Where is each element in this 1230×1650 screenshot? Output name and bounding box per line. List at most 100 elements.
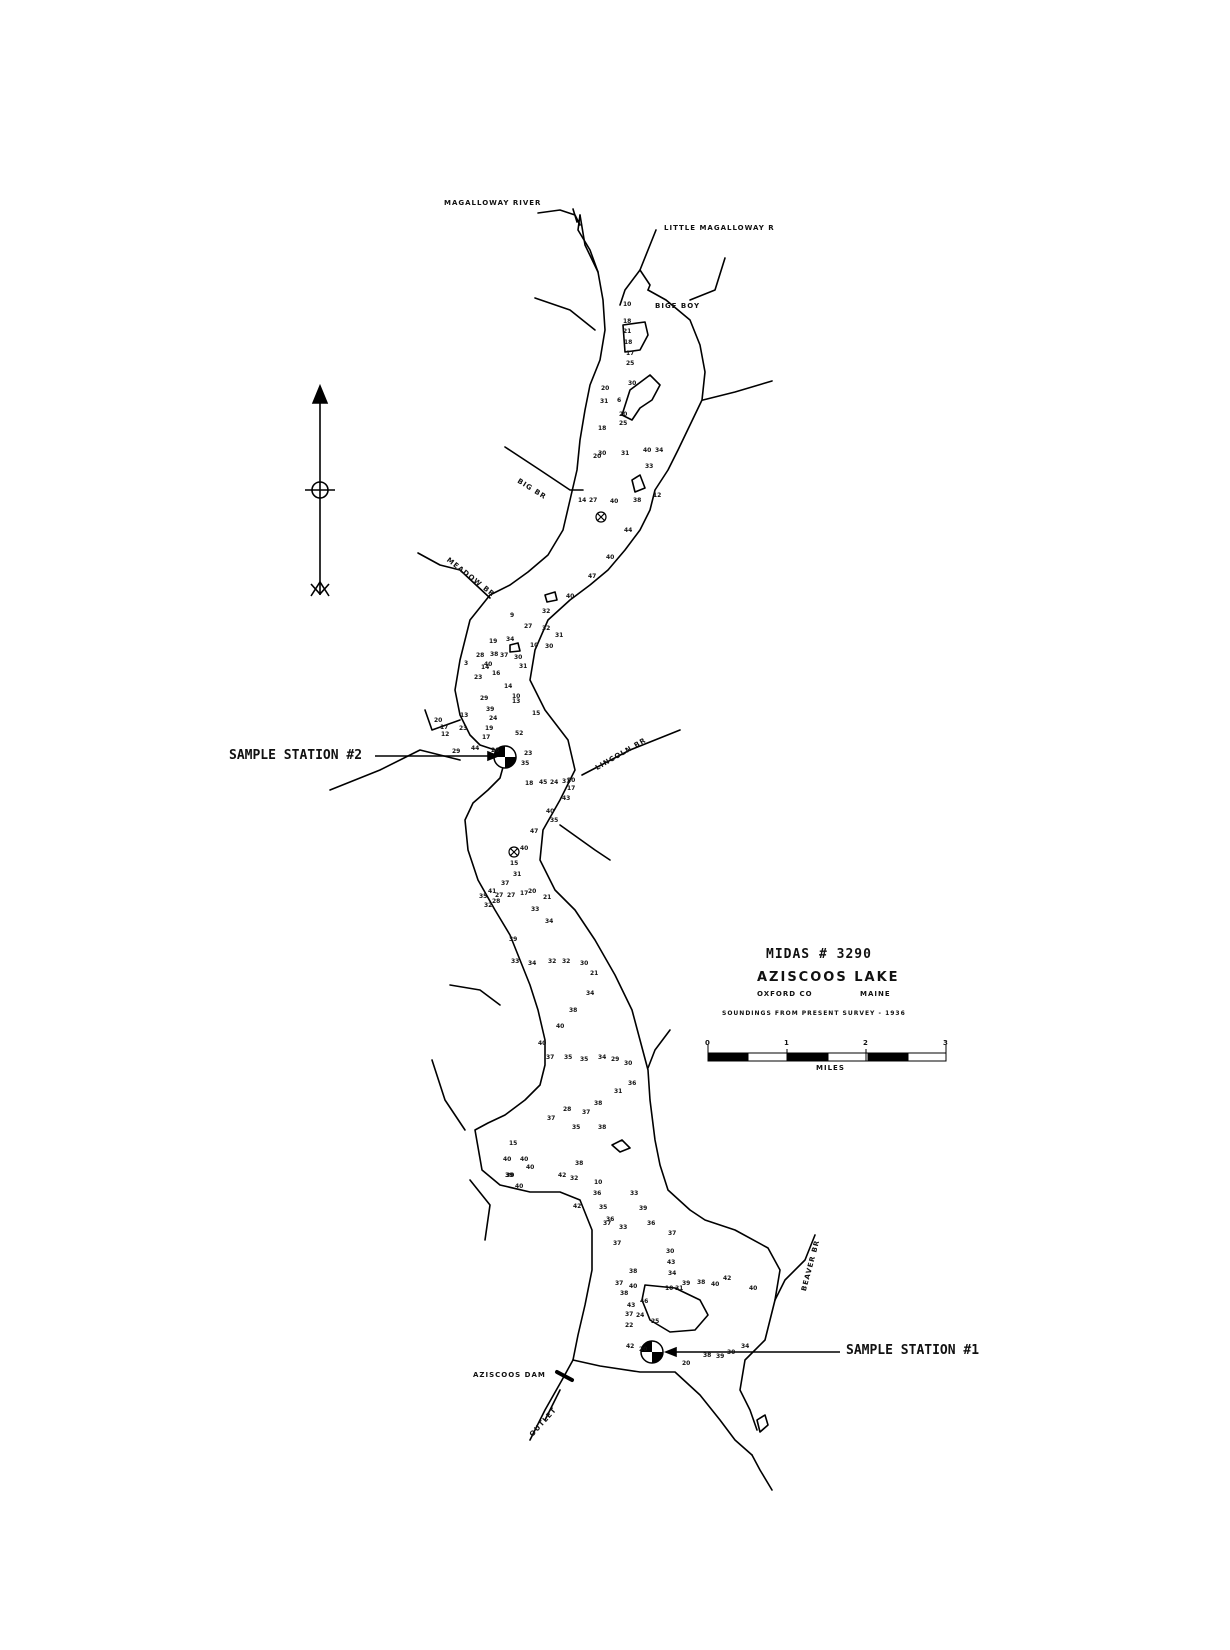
depth-sounding: 32 [484,902,493,909]
little-magalloway-label: LITTLE MAGALLOWAY R [664,224,775,232]
north-arrow-icon [305,383,335,597]
depth-sounding: 33 [645,463,654,470]
depth-sounding: 17 [440,724,449,731]
depth-sounding: 18 [598,425,607,432]
island [621,374,661,421]
depth-sounding: 38 [594,1100,603,1107]
depth-sounding: 21 [543,894,552,901]
north-bay-shoreline [577,214,651,306]
depth-sounding: 24 [550,779,559,786]
depth-sounding: 28 [476,652,485,659]
east-tributary-mid [559,824,611,861]
depth-sounding: 31 [555,632,564,639]
depth-sounding: 43 [667,1259,676,1266]
depth-sounding: 33 [531,906,540,913]
depth-sounding: 34 [506,636,515,643]
depth-sounding: 40 [566,593,575,600]
outlet-channel [544,1389,561,1421]
midas-id: MIDAS # 3290 [766,947,872,962]
depth-sounding: 31 [614,1088,623,1095]
depth-sounding: 40 [711,1281,720,1288]
depth-sounding: 27 [589,497,598,504]
depth-sounding: 40 [556,1023,565,1030]
east-tributary [702,380,773,401]
west-tributary-lowest [469,1179,491,1241]
depth-sounding: 39 [716,1353,725,1360]
depth-sounding: 31 [562,778,571,785]
depth-sounding: 20 [593,453,602,460]
depth-sounding: 30 [545,643,554,650]
depth-sounding: 37 [501,880,510,887]
depth-sounding: 20 [639,1346,648,1353]
depth-sounding: 34 [655,447,664,454]
depth-sounding: 31 [513,871,522,878]
depth-sounding: 30 [506,1172,515,1179]
depth-sounding: 17 [567,785,576,792]
depth-sounding: 37 [547,1115,556,1122]
depth-sounding: 23 [474,674,483,681]
depth-sounding: 31 [519,663,528,670]
depth-sounding: 43 [627,1302,636,1309]
depth-sounding: 38 [633,497,642,504]
survey-note: SOUNDINGS FROM PRESENT SURVEY - 1936 [722,1010,906,1017]
depth-sounding: 38 [490,651,499,658]
depth-sounding: 38 [697,1279,706,1286]
depth-sounding: 34 [741,1343,750,1350]
west-tributary-north [534,297,596,331]
depth-sounding: 3 [464,660,469,667]
depth-sounding: 32 [548,958,557,965]
east-tributary-south [647,1029,671,1069]
depth-sounding: 34 [545,918,554,925]
depth-sounding: 44 [471,745,480,752]
depth-sounding: 20 [434,717,443,724]
depth-sounding: 10 [665,1285,674,1292]
depth-sounding: 40 [629,1283,638,1290]
south-tail-shore [751,1454,773,1491]
sample-station-1-label: SAMPLE STATION #1 [846,1343,980,1358]
depth-sounding: 42 [558,1172,567,1179]
scale-tick-3: 3 [943,1039,949,1047]
depth-sounding: 20 [567,777,576,784]
depth-sounding: 32 [542,608,551,615]
depth-sounding: 22 [625,1322,634,1329]
depth-sounding: 40 [503,1156,512,1163]
depth-sounding: 18 [624,339,633,346]
depth-sounding: 45 [539,779,548,786]
depth-sounding: 37 [546,1054,555,1061]
depth-sounding: 29 [480,695,489,702]
depth-sounding: 17 [626,350,635,357]
depth-sounding: 31 [675,1285,684,1292]
depth-sounding: 35 [599,1204,608,1211]
depth-sounding: 30 [628,380,637,387]
depth-sounding: 9 [510,612,515,619]
island [509,642,521,653]
depth-sounding: 38 [620,1290,629,1297]
depth-sounding: 33 [511,958,520,965]
depth-sounding: 35 [550,817,559,824]
magalloway-river-label: MAGALLOWAY RIVER [444,199,542,207]
depth-sounding: 15 [510,860,519,867]
depth-sounding: 40 [520,1156,529,1163]
depth-sounding: 28 [492,898,501,905]
depth-sounding: 40 [643,447,652,454]
depth-sounding: 30 [514,654,523,661]
sample-station-2-label: SAMPLE STATION #2 [229,748,363,763]
depth-sounding: 38 [703,1352,712,1359]
depth-sounding: 30 [580,960,589,967]
depth-sounding: 23 [459,725,468,732]
depth-sounding: 39 [505,1172,514,1179]
meadow-brook-line [417,552,491,599]
depth-sounding: 30 [598,450,607,457]
aziscoos-dam-label: AZISCOOS DAM [473,1371,546,1379]
depth-sounding: 27 [524,623,533,630]
county-label: OXFORD CO [757,990,813,998]
lincoln-brook-line [581,729,681,776]
depth-sounding: 20 [528,888,537,895]
depth-sounding: 38 [575,1160,584,1167]
depth-sounding: 35 [479,893,488,900]
east-tributary-north [689,257,726,301]
depth-sounding: 33 [619,1224,628,1231]
depth-sounding: 34 [668,1270,677,1277]
depth-sounding: 13 [512,698,521,705]
